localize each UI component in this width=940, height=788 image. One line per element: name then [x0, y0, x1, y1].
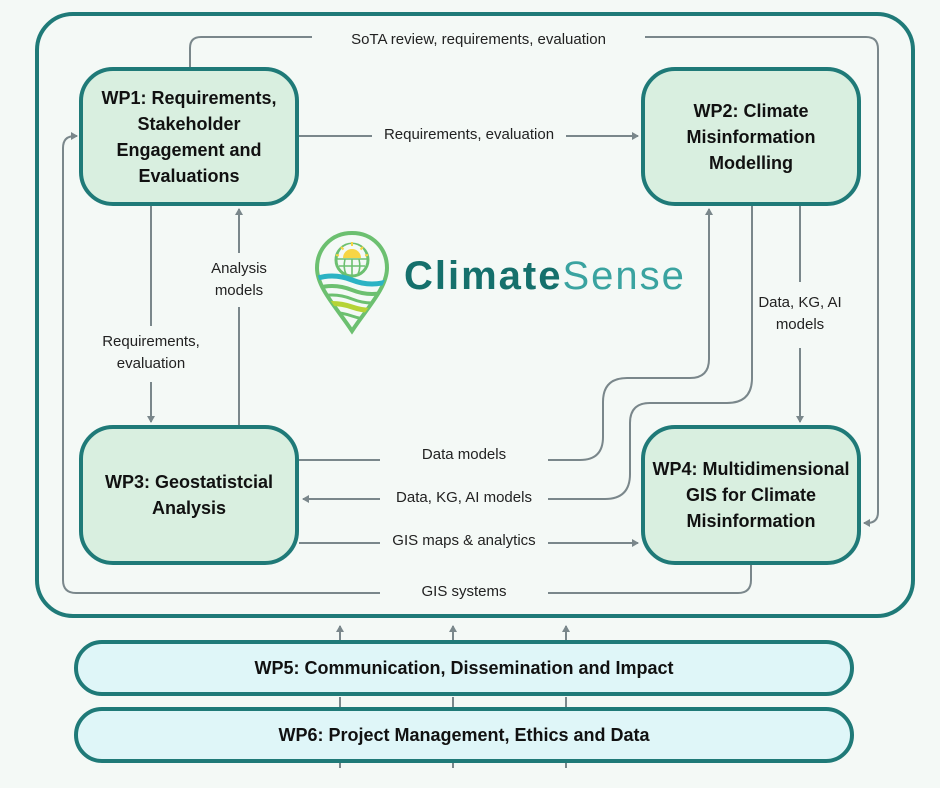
- flow-label-wp4-wp1: GIS systems: [421, 583, 507, 600]
- wp5-band[interactable]: WP5: Communication, Dissemination and Im…: [74, 640, 854, 696]
- flow-label-wp1-wp3: Requirements, evaluation: [102, 333, 200, 372]
- logo-wordmark: ClimateSense: [404, 254, 686, 299]
- flow-wp4-wp1-line-a: [548, 565, 752, 594]
- wp4-label: WP4: Multidimensional GIS for Climate Mi…: [652, 459, 850, 531]
- logo-wordmark-sense: Sense: [562, 254, 686, 298]
- flow-wp1-wp4-line-b: [645, 36, 879, 527]
- climatesense-logo: ClimateSense: [312, 228, 684, 336]
- location-pin-globe-waves-icon: [314, 230, 390, 335]
- flow-label-wp3-wp4: GIS maps & analytics: [392, 532, 536, 549]
- flow-wp4-wp1-line-b: [62, 132, 380, 594]
- wp2-label: WP2: Climate Misinformation Modelling: [686, 100, 816, 173]
- wp3-box[interactable]: WP3: Geostatistcial Analysis: [79, 425, 299, 565]
- wp3-label: WP3: Geostatistcial Analysis: [104, 472, 274, 518]
- flow-label-sota: SoTA review, requirements, evaluation: [351, 31, 606, 48]
- wp1-box[interactable]: WP1: Requirements, Stakeholder Engagemen…: [79, 67, 299, 206]
- flow-wp1-wp4-line-a: [189, 36, 312, 68]
- flow-wp3-wp2-line-b: [548, 208, 713, 461]
- wp5-label: WP5: Communication, Dissemination and Im…: [254, 657, 674, 678]
- wp1-label: WP1: Requirements, Stakeholder Engagemen…: [101, 87, 277, 186]
- wp6-label: WP6: Project Management, Ethics and Data: [278, 724, 650, 745]
- flow-label-wp1-wp2: Requirements, evaluation: [383, 126, 555, 143]
- flow-label-wp2-wp4: Data, KG, AI models: [758, 294, 842, 333]
- wp2-box[interactable]: WP2: Climate Misinformation Modelling: [641, 67, 861, 206]
- flow-label-wp2-wp3: Data, KG, AI models: [396, 489, 532, 506]
- wp4-box[interactable]: WP4: Multidimensional GIS for Climate Mi…: [641, 425, 861, 565]
- logo-wordmark-climate: Climate: [404, 254, 563, 298]
- flow-label-wp3-wp1: Analysis models: [211, 260, 267, 299]
- flow-wp2-wp3-line-a: [548, 206, 753, 500]
- wp6-band[interactable]: WP6: Project Management, Ethics and Data: [74, 707, 854, 763]
- flow-label-wp3-wp2: Data models: [421, 446, 507, 463]
